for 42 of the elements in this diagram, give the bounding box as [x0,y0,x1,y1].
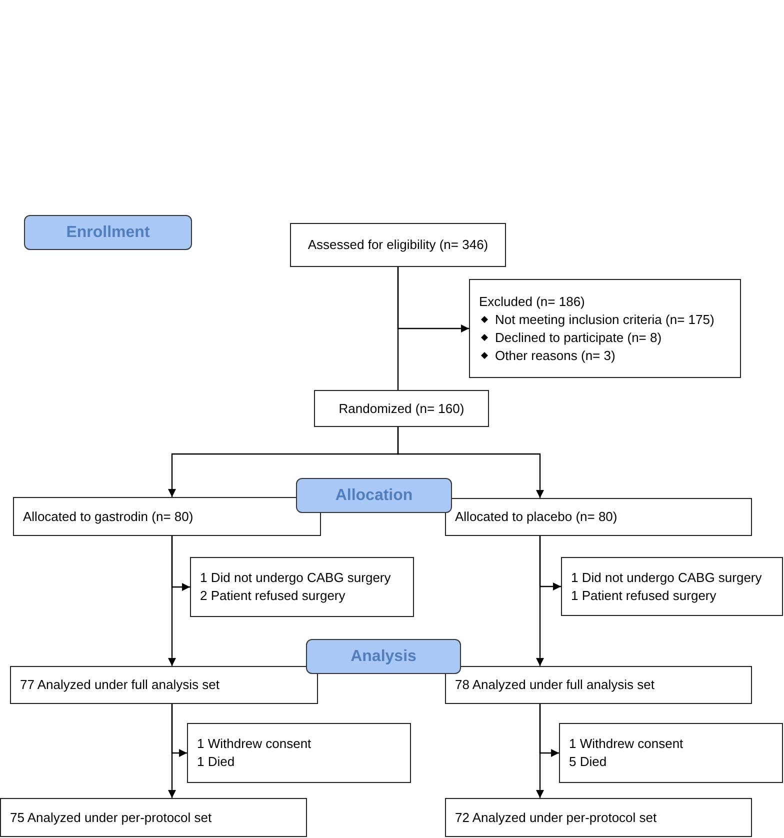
process-box [190,557,414,617]
process-box [445,498,752,536]
box-text: Other reasons (n= 3) [495,346,616,364]
process-box [314,390,489,427]
box-text: 1 Withdrew consent [197,735,312,753]
box-text: Allocated to gastrodin (n= 80) [23,508,194,526]
arrow [397,427,544,498]
box-text: 1 Died [197,753,235,771]
process-box [290,223,506,267]
box-text: 1 Did not undergo CABG surgery [571,568,762,586]
arrow [397,267,469,332]
stage-label: Allocation [296,478,452,513]
process-box [187,723,411,783]
box-text: 1 Did not undergo CABG surgery [200,569,391,587]
box-text: Declined to participate (n= 8) [495,328,662,346]
box-text: 75 Analyzed under per-protocol set [10,808,212,826]
stage-label: Enrollment [24,215,192,250]
box-text: 2 Patient refused surgery [200,587,346,605]
stage-label: Analysis [306,639,461,674]
arrow [168,704,176,798]
box-text: 72 Analyzed under per-protocol set [455,808,657,826]
box-text: Not meeting inclusion criteria (n= 175) [495,310,714,328]
process-box [10,666,318,704]
box-text: Assessed for eligibility (n= 346) [308,236,488,254]
process-box [445,666,752,704]
box-text: 77 Analyzed under full analysis set [20,676,220,694]
process-box [13,497,321,536]
process-box [559,723,783,783]
process-box [445,798,752,837]
box-text: 1 Patient refused surgery [571,586,716,604]
box-text: 78 Analyzed under full analysis set [455,676,654,694]
process-box [469,279,741,378]
box-text: Allocated to placebo (n= 80) [455,508,618,526]
arrow [536,536,544,666]
box-text: Excluded (n= 186) [479,292,585,310]
arrow [536,704,544,798]
process-box [0,798,307,837]
arrow [168,536,176,666]
box-text: 1 Withdrew consent [569,735,684,753]
box-text: Randomized (n= 160) [338,400,464,418]
process-box [561,557,783,616]
box-text: 5 Died [569,753,607,771]
